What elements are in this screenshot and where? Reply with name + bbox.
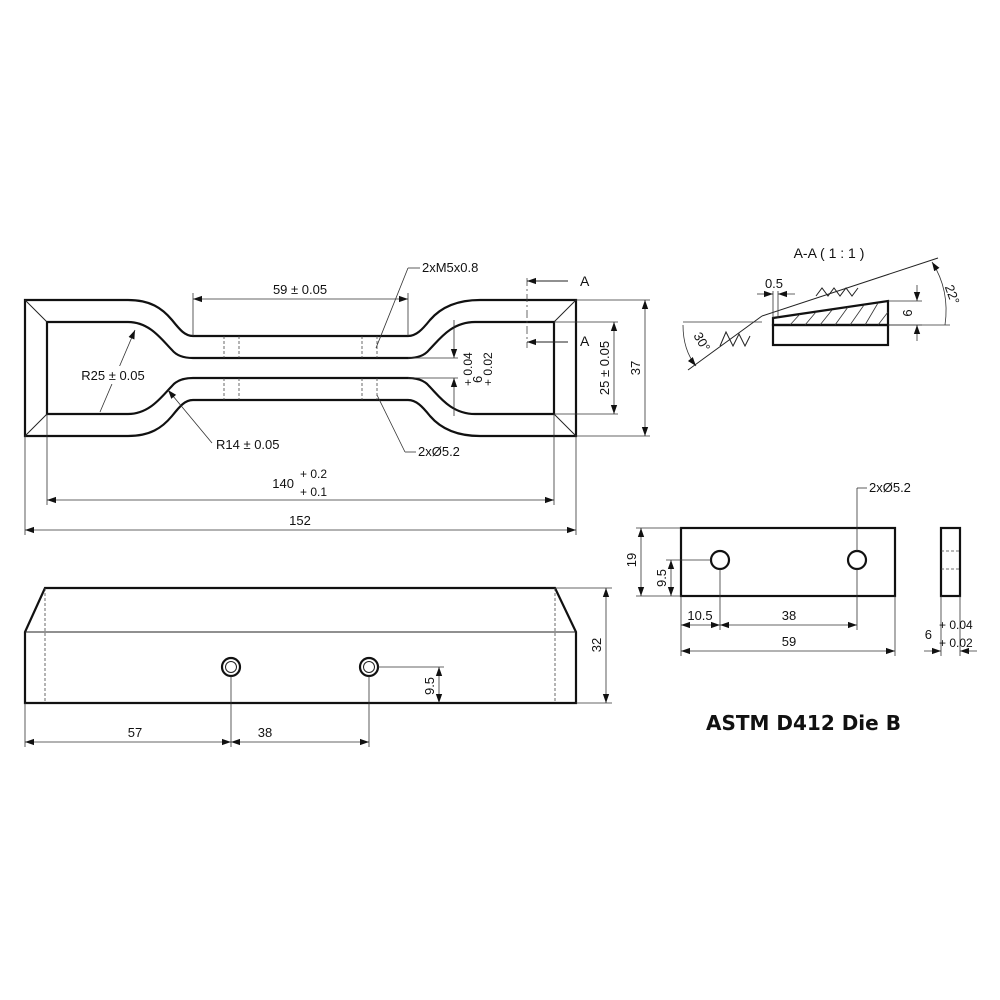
front-view: 59 ± 0.05 2xM5x0.8 A A R25 ± 0.05 R14 ± … [23, 260, 650, 535]
outer-radius-label: R25 ± 0.05 [81, 368, 145, 383]
insert-hole-offset-label: 10.5 [687, 608, 712, 623]
insert-hole-height-label: 9.5 [654, 569, 669, 587]
section-marker-bottom: A [580, 333, 590, 349]
section-angle-bottom: 30° [690, 329, 713, 354]
end-width-label: 25 ± 0.05 [597, 341, 612, 395]
insert-hole-label: 2xØ5.2 [869, 480, 911, 495]
insert-hole-left [709, 549, 731, 571]
thread-label: 2xM5x0.8 [422, 260, 478, 275]
section-angle-top: 22° [942, 283, 963, 307]
side-hole-spacing-label: 38 [258, 725, 272, 740]
end-thickness-lower: + 0.02 [939, 636, 973, 650]
neck-width-upper: + 0.04 [461, 352, 475, 386]
section-marker-top: A [580, 273, 590, 289]
inner-length-nominal: 140 [272, 476, 294, 491]
end-thickness-nominal: 6 [925, 627, 932, 642]
side-hole-left [220, 656, 242, 678]
side-hole1-offset-label: 57 [128, 725, 142, 740]
insert-view: 2xØ5.2 19 9.5 10.5 38 59 [624, 480, 911, 656]
side-hole-right [358, 656, 380, 678]
side-height-label: 32 [589, 638, 604, 652]
section-blade-base [771, 323, 890, 347]
side-outline [23, 586, 578, 705]
section-view: A-A ( 1 : 1 ) 0.5 22° 30° [682, 245, 963, 371]
insert-hole-spacing-label: 38 [782, 608, 796, 623]
side-view: 32 9.5 57 38 [23, 586, 612, 747]
insert-outline [679, 526, 897, 598]
gauge-length-label: 59 ± 0.05 [273, 282, 327, 297]
overall-length-label: 152 [289, 513, 311, 528]
section-edge-label: 0.5 [765, 276, 783, 291]
end-thickness-upper: + 0.04 [939, 618, 973, 632]
inner-radius-label: R14 ± 0.05 [216, 437, 280, 452]
overall-width-label: 37 [628, 361, 643, 375]
insert-height-label: 19 [624, 553, 639, 567]
end-view-outline [939, 526, 962, 598]
inner-length-lower: + 0.1 [300, 485, 327, 499]
inner-length-upper: + 0.2 [300, 467, 327, 481]
drawing-title: ASTM D412 Die B [706, 711, 901, 735]
end-view: 6 + 0.04 + 0.02 [924, 526, 977, 656]
section-thickness-label: 6 [900, 309, 915, 316]
section-view-label: A-A ( 1 : 1 ) [794, 245, 865, 261]
insert-hole-right [846, 549, 868, 571]
neck-width-nominal: 6 [470, 376, 485, 383]
neck-width-lower: + 0.02 [481, 352, 495, 386]
hole-label: 2xØ5.2 [418, 444, 460, 459]
side-hole-height-label: 9.5 [422, 677, 437, 695]
insert-length-label: 59 [782, 634, 796, 649]
